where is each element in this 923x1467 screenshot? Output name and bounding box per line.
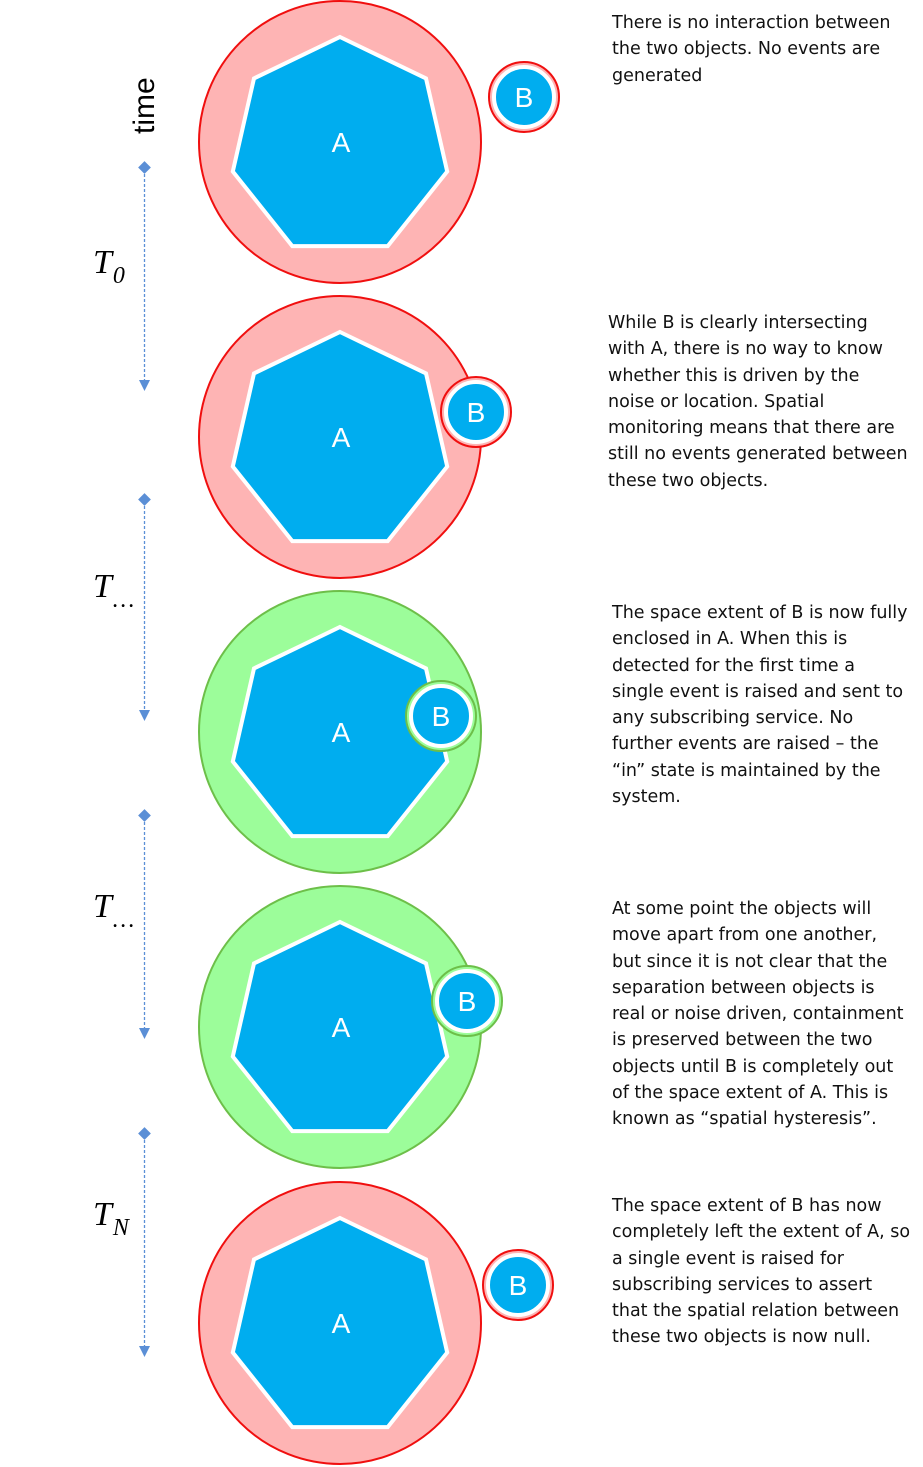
object-b-label: B	[467, 397, 486, 428]
object-a-label: A	[332, 1308, 351, 1339]
time-label-base: T	[93, 1196, 112, 1233]
stage-5: AB	[198, 1181, 554, 1465]
object-a-heptagon	[230, 34, 450, 249]
object-a-heptagon	[230, 1215, 450, 1430]
timeline-start-diamond	[138, 809, 151, 822]
time-label-t-mid-2: T…	[93, 888, 134, 933]
stage-1-description: There is no interaction between the two …	[612, 13, 891, 86]
timeline-arrowhead	[139, 710, 150, 721]
timeline-segment-4	[138, 1127, 151, 1357]
object-b-label: B	[515, 82, 534, 113]
time-axis-label-text: time	[128, 77, 161, 134]
object-a-label: A	[332, 422, 351, 453]
object-b-label: B	[432, 701, 451, 732]
time-label-subscript: N	[112, 1215, 129, 1241]
object-b-circle	[409, 684, 473, 748]
time-label-t0: T0	[93, 244, 125, 289]
timeline-arrowhead	[139, 1028, 150, 1039]
object-b-label: B	[458, 986, 477, 1017]
stage-1: AB	[198, 0, 560, 284]
time-label-subscript: …	[112, 907, 135, 933]
time-label-base: T	[93, 244, 112, 281]
stage-4: AB	[198, 885, 503, 1169]
time-label-tn: TN	[93, 1196, 129, 1241]
stage-3: AB	[198, 590, 482, 874]
object-b-circle	[492, 65, 556, 129]
timeline-start-diamond	[138, 493, 151, 506]
stage-3-description: The space extent of B is now fully enclo…	[612, 603, 908, 808]
stage-4-description: At some point the objects will move apar…	[612, 899, 904, 1130]
object-b-circle	[435, 969, 499, 1033]
time-label-base: T	[93, 568, 112, 605]
timeline-segment-2	[138, 493, 151, 721]
timeline-segment-1	[138, 161, 151, 391]
timeline-arrowhead	[139, 1346, 150, 1357]
object-b-label: B	[509, 1270, 528, 1301]
object-a-label: A	[332, 127, 351, 158]
object-b-circle	[486, 1253, 550, 1317]
object-a-label: A	[332, 1012, 351, 1043]
time-label-base: T	[93, 888, 112, 925]
time-label-subscript: 0	[112, 263, 125, 289]
timeline-start-diamond	[138, 161, 151, 174]
object-b-circle	[444, 380, 508, 444]
object-a-label: A	[332, 717, 351, 748]
time-label-subscript: …	[112, 587, 135, 613]
stage-2: AB	[198, 295, 512, 579]
time-label-t-mid-1: T…	[93, 568, 134, 613]
timeline-segment-3	[138, 809, 151, 1039]
object-a-heptagon	[230, 919, 450, 1134]
timeline-start-diamond	[138, 1127, 151, 1140]
timeline-arrowhead	[139, 380, 150, 391]
object-a-heptagon	[230, 329, 450, 544]
stage-2-description: While B is clearly intersecting with A, …	[608, 313, 908, 491]
stage-5-description: The space extent of B has now completely…	[612, 1196, 911, 1348]
